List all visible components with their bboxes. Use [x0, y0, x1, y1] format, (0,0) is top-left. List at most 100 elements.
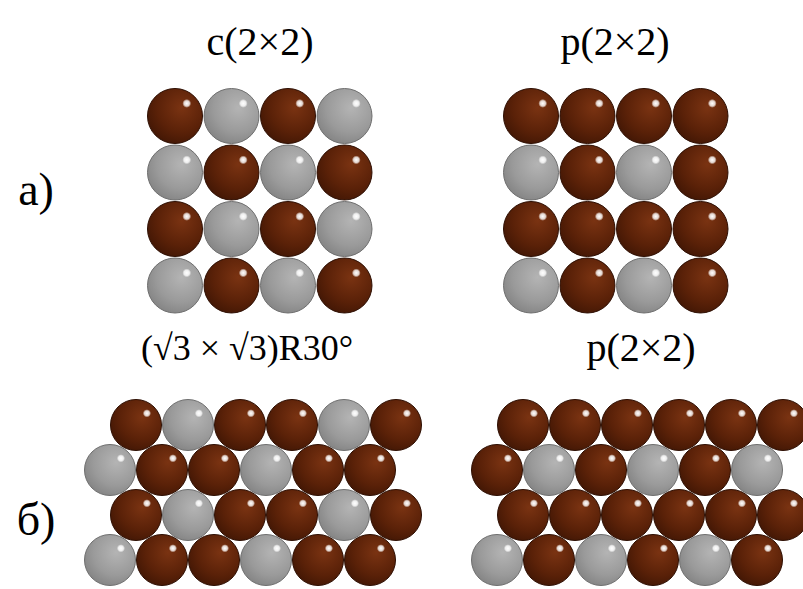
substrate-atom: [148, 89, 203, 144]
highlight: [651, 268, 660, 277]
highlight: [247, 499, 255, 507]
highlight: [221, 454, 229, 462]
highlight: [143, 409, 151, 417]
adsorbate-atom: [319, 490, 370, 541]
highlight: [651, 99, 660, 108]
adsorbate-atom: [319, 400, 370, 451]
adsorbate-atom: [317, 202, 372, 257]
substrate-atom: [137, 445, 188, 496]
substrate-atom: [498, 490, 549, 541]
highlight: [608, 454, 616, 462]
adsorbate-atom: [261, 258, 316, 313]
substrate-atom: [317, 145, 372, 200]
substrate-atom: [673, 202, 728, 257]
adsorbate-atom: [148, 145, 203, 200]
substrate-atom: [204, 145, 259, 200]
highlight: [790, 499, 798, 507]
highlight: [295, 155, 304, 164]
highlight: [712, 454, 720, 462]
adsorbate-atom: [204, 89, 259, 144]
highlight: [295, 99, 304, 108]
highlight: [538, 212, 547, 221]
highlight: [117, 544, 125, 552]
substrate-atom: [673, 145, 728, 200]
substrate-atom: [189, 445, 240, 496]
highlight: [352, 268, 361, 277]
highlight: [299, 499, 307, 507]
highlight: [504, 454, 512, 462]
highlight: [764, 544, 772, 552]
substrate-atom: [560, 202, 615, 257]
highlight: [351, 409, 359, 417]
adsorbate-atom: [524, 445, 575, 496]
adsorbate-atom: [163, 400, 214, 451]
highlight: [634, 499, 642, 507]
substrate-atom: [602, 400, 653, 451]
substrate-atom: [267, 490, 318, 541]
substrate-atom: [472, 445, 523, 496]
substrate-atom: [654, 490, 705, 541]
highlight: [325, 454, 333, 462]
highlight: [377, 454, 385, 462]
adsorbate-atom: [163, 490, 214, 541]
structure-label: p(2×2): [586, 328, 695, 368]
highlight: [790, 409, 798, 417]
adsorbate-atom: [85, 445, 136, 496]
substrate-atom: [524, 535, 575, 586]
highlight: [651, 155, 660, 164]
substrate-atom: [317, 258, 372, 313]
substrate-atom: [137, 535, 188, 586]
highlight: [538, 99, 547, 108]
highlight: [660, 454, 668, 462]
highlight: [143, 499, 151, 507]
structure-label: c(2×2): [207, 22, 314, 62]
substrate-atom: [673, 89, 728, 144]
substrate-atom: [345, 445, 396, 496]
highlight: [582, 409, 590, 417]
structure-label: (√3 × √3)R30°: [141, 330, 353, 366]
adsorbate-atom: [204, 202, 259, 257]
highlight: [377, 544, 385, 552]
structure-label: p(2×2): [560, 22, 669, 62]
highlight: [608, 544, 616, 552]
panel-label: б): [17, 497, 56, 543]
substrate-atom: [617, 202, 672, 257]
substrate-atom: [560, 145, 615, 200]
highlight: [273, 544, 281, 552]
adsorbate-atom: [617, 258, 672, 313]
adsorbate-atom: [317, 89, 372, 144]
highlight: [712, 544, 720, 552]
adsorbate-atom: [617, 145, 672, 200]
substrate-atom: [111, 490, 162, 541]
highlight: [351, 499, 359, 507]
substrate-atom: [261, 202, 316, 257]
substrate-atom: [148, 202, 203, 257]
highlight: [738, 409, 746, 417]
adsorbate-atom: [732, 445, 783, 496]
highlight: [117, 454, 125, 462]
highlight: [247, 409, 255, 417]
highlight: [273, 454, 281, 462]
highlight: [595, 155, 604, 164]
adsorbate-atom: [261, 145, 316, 200]
substrate-atom: [498, 400, 549, 451]
highlight: [325, 544, 333, 552]
adsorbate-atom: [85, 535, 136, 586]
highlight: [634, 409, 642, 417]
substrate-atom: [267, 400, 318, 451]
adsorbate-atom: [148, 258, 203, 313]
substrate-atom: [215, 400, 266, 451]
highlight: [352, 155, 361, 164]
highlight: [403, 409, 411, 417]
highlight: [504, 544, 512, 552]
substrate-atom: [504, 202, 559, 257]
substrate-atom: [261, 89, 316, 144]
highlight: [595, 268, 604, 277]
substrate-atom: [504, 89, 559, 144]
substrate-atom: [576, 445, 627, 496]
substrate-atom: [758, 400, 803, 451]
highlight: [182, 99, 191, 108]
highlight: [182, 268, 191, 277]
highlight: [538, 155, 547, 164]
